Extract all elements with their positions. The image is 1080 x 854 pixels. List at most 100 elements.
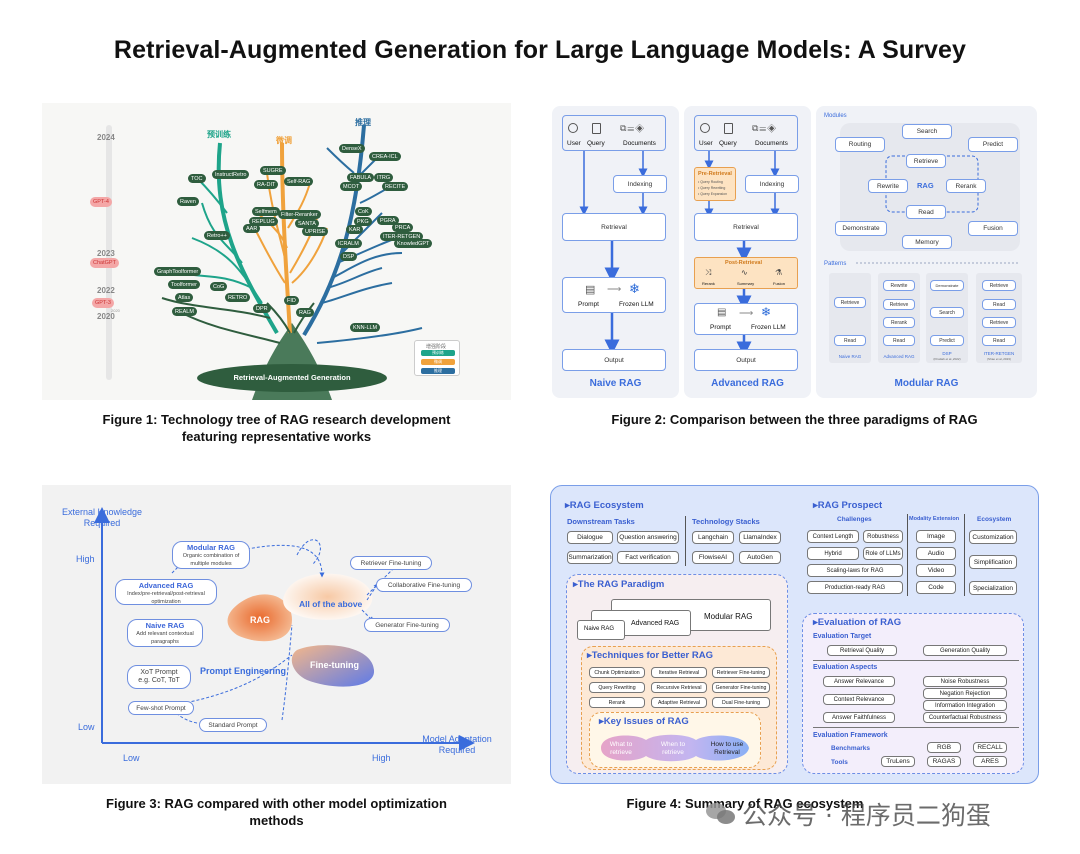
- legend-pretraining: 预训练: [421, 350, 455, 356]
- xaxis-line: Required: [438, 745, 476, 755]
- divider: [813, 727, 1019, 728]
- post-item: Summary: [737, 281, 755, 286]
- aspect-cell: Information Integration: [923, 700, 1007, 711]
- branch-inference: 推理: [355, 118, 371, 127]
- rerank-icon: ⤨: [705, 268, 712, 277]
- key-issues-title-text: Key Issues of RAG: [603, 716, 689, 727]
- year-2023: 2023: [97, 249, 115, 258]
- pattern-step: Rewrite: [883, 280, 915, 291]
- fig3-graphic: [94, 507, 475, 751]
- pre-item: • Query Rewriting: [698, 186, 726, 190]
- issue-line: What to: [609, 741, 633, 748]
- stack-cell: FlowiseAI: [692, 551, 734, 564]
- caption-line: methods: [249, 813, 304, 828]
- prospect-title: ▸RAG Prospect: [813, 500, 883, 511]
- naive-rag-box: Naive RAG Add relevant contextual paragr…: [127, 619, 203, 647]
- work-label: RETRO: [225, 293, 251, 302]
- divider: [813, 660, 1019, 661]
- adv-llm-box: ▤ ⟶ ❄ Prompt Frozen LLM: [694, 303, 798, 335]
- challenge-cell: Role of LLMs: [863, 547, 903, 560]
- modular-rag-desc: Organic combination of: [182, 553, 240, 559]
- ecosystem-title-text: RAG Ecosystem: [569, 500, 644, 511]
- issue-line: retrieve: [662, 749, 684, 756]
- module-demonstrate: Demonstrate: [835, 221, 887, 236]
- modality-cell: Video: [916, 564, 956, 577]
- modality-cell: Code: [916, 581, 956, 594]
- work-label: Self-RAG: [284, 177, 314, 186]
- advanced-rag-text: Advanced RAG: [631, 620, 680, 627]
- prompt-icon: ▤: [585, 284, 596, 296]
- naive-query-label: Query: [587, 140, 605, 147]
- issue-how: How to use Retrieval: [707, 741, 747, 757]
- modular-rag-title: Modular RAG: [187, 543, 235, 552]
- work-label: Retro++: [204, 231, 230, 240]
- divider: [907, 514, 908, 596]
- yaxis-line: External Knowledge: [61, 507, 143, 517]
- arrow-icon: ⟶: [739, 308, 754, 319]
- aspect-cell: Negation Rejection: [923, 688, 1007, 699]
- pattern-step: Search: [930, 307, 964, 318]
- work-label: Raven: [177, 197, 199, 206]
- summary-icon: ∿: [741, 268, 748, 277]
- adv-documents-label: Documents: [755, 140, 788, 147]
- eco-cell: Customization: [969, 530, 1017, 544]
- pattern-ref: (Khattab et al.,2022): [933, 357, 961, 361]
- eco-cell: Specialization: [969, 581, 1017, 595]
- naive-input-box: [562, 115, 666, 151]
- milestone-gpt3-year: 2020: [111, 308, 120, 313]
- query-icon: [592, 123, 601, 134]
- fig3-xaxis-label: Model Adaptation Required: [402, 734, 512, 756]
- pattern-name: Advanced RAG: [883, 354, 915, 359]
- user-icon: [700, 123, 710, 133]
- downstream-title: Downstream Tasks: [567, 517, 635, 526]
- aspect-cell: Counterfactual Robustness: [923, 712, 1007, 723]
- divider: [685, 516, 686, 566]
- challenge-cell: Production-ready RAG: [807, 581, 903, 594]
- retriever-finetuning-box: Retriever Fine-tuning: [350, 556, 432, 570]
- watermark-text: 公众号 · 程序员二狗蛋: [742, 801, 991, 830]
- aspect-cell: Noise Robustness: [923, 676, 1007, 687]
- year-2022: 2022: [97, 286, 115, 295]
- work-label: DenseX: [339, 144, 365, 153]
- adv-user-label: User: [699, 140, 713, 147]
- evaluation-title-text: Evaluation of RAG: [817, 617, 902, 628]
- issue-line: When to: [660, 741, 686, 748]
- xaxis-line: Model Adaptation: [422, 734, 492, 744]
- pattern-step: Read: [982, 335, 1016, 346]
- divider: [964, 514, 965, 596]
- pattern-step: Retrieve: [834, 297, 866, 308]
- patterns-label: Patterns: [824, 261, 847, 267]
- module-search: Search: [902, 124, 952, 139]
- work-label: PKG: [354, 217, 372, 226]
- branch-finetuning: 微调: [276, 136, 292, 145]
- wechat-icon: [706, 801, 736, 827]
- work-label: REALM: [172, 307, 197, 316]
- naive-llm-box: ▤ ⟶ ❄ Prompt Frozen LLM: [562, 277, 666, 313]
- adv-indexing: Indexing: [745, 175, 799, 193]
- figure-1-caption: Figure 1: Technology tree of RAG researc…: [42, 411, 511, 445]
- figure-3-panel: External Knowledge Required Model Adapta…: [42, 485, 511, 784]
- technique-cell: Query Rewriting: [589, 682, 645, 693]
- eval-framework-title: Evaluation Framework: [813, 732, 888, 739]
- modular-rag-title: Modular RAG: [894, 378, 959, 389]
- technique-cell: Recursive Retrieval: [651, 682, 707, 693]
- work-label: RA-DIT: [254, 180, 279, 189]
- naive-output: Output: [562, 349, 666, 371]
- naive-rag-desc: paragraphs: [151, 639, 179, 645]
- frozen-icon: ❄: [761, 305, 772, 319]
- adv-post-retrieval: Post-Retrieval ⤨ ∿ ⚗ Rerank Summary Fusi…: [694, 257, 798, 289]
- work-label: Toolformer: [168, 280, 200, 289]
- x-high: High: [372, 753, 391, 763]
- documents-icon: ⧉☰◈: [752, 123, 778, 133]
- documents-icon: ⧉☰◈: [620, 123, 646, 133]
- advanced-rag-box: Advanced RAG Index/pre-retrieval/post-re…: [115, 579, 217, 605]
- work-label: ITER-RETGEN: [380, 232, 424, 241]
- year-2020: 2020: [97, 312, 115, 321]
- work-label: PGRA: [377, 216, 399, 225]
- issue-when: When to retrieve: [655, 741, 691, 757]
- stack-cell: LlamaIndex: [739, 531, 781, 544]
- xot-line: XoT Prompt: [140, 669, 178, 676]
- x-low: Low: [123, 753, 140, 763]
- post-item: Fusion: [773, 281, 786, 286]
- technique-cell: Iterative Retrieval: [651, 667, 707, 678]
